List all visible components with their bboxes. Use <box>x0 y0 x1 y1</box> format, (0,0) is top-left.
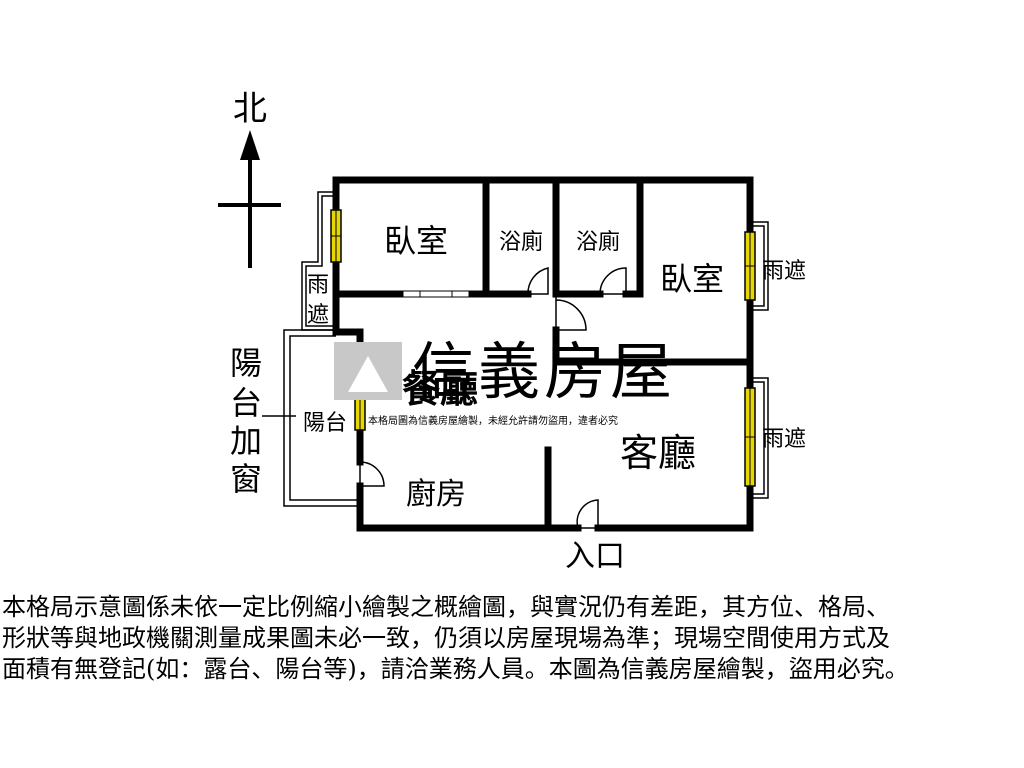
kitchen-door <box>359 461 385 487</box>
north-compass: 北 <box>218 89 281 268</box>
canopy-left-top: 雨 <box>307 273 329 298</box>
bedroom-right-door <box>555 294 587 331</box>
north-arrow-icon <box>240 130 260 160</box>
enclosure-char-4: 窗 <box>230 460 262 498</box>
disclaimer-text: 本格局示意圖係未依一定比例縮小繪製之概繪圖，與實況仍有差距，其方位、格局、 形狀… <box>2 593 909 683</box>
label-kitchen: 廚房 <box>406 477 466 512</box>
bath-right-door <box>599 267 627 295</box>
label-entrance: 入口 <box>565 539 625 574</box>
enclosure-char-3: 加 <box>230 422 262 460</box>
window-living <box>744 387 756 487</box>
watermark: 信義房屋 本格局圖為信義房屋繪製，未經允許請勿盜用，違者必究 <box>334 335 676 427</box>
watermark-brand: 信義房屋 <box>412 335 676 408</box>
label-bedroom-right: 臥室 <box>660 260 724 298</box>
label-living: 客廳 <box>620 431 696 475</box>
entrance-door <box>576 499 599 529</box>
watermark-notice: 本格局圖為信義房屋繪製，未經允許請勿盜用，違者必究 <box>368 414 618 427</box>
balcony-enclosure-label: 陽 台 加 窗 <box>230 344 262 498</box>
right-canopies <box>750 221 769 499</box>
label-bath-left: 浴廁 <box>499 230 543 255</box>
balcony-outline <box>283 329 360 507</box>
enclosure-char-1: 陽 <box>230 344 262 382</box>
floor-plan: 北 <box>218 89 806 574</box>
canopy-left-bottom: 遮 <box>307 303 329 328</box>
label-bath-right: 浴廁 <box>576 230 620 255</box>
doors <box>359 267 627 529</box>
sliding-door <box>400 290 472 298</box>
label-balcony: 陽台 <box>303 411 347 436</box>
brand-logo-icon <box>334 342 402 400</box>
wall-corridor-lower <box>552 326 754 366</box>
room-labels: 臥室 浴廁 浴廁 臥室 餐廳 客廳 廚房 陽台 入口 <box>303 222 724 574</box>
window-left-bedroom <box>330 209 342 263</box>
bath-left-door <box>527 267 549 295</box>
canopy-right-upper: 雨遮 <box>762 259 806 284</box>
canopy-labels: 雨 遮 雨遮 雨遮 <box>307 259 806 452</box>
enclosure-char-2: 台 <box>230 384 262 422</box>
north-label: 北 <box>233 89 267 129</box>
label-bedroom-left: 臥室 <box>384 222 448 260</box>
canopy-right-lower: 雨遮 <box>762 427 806 452</box>
window-right-bedroom <box>744 231 756 301</box>
label-dining: 餐廳 <box>402 366 478 411</box>
